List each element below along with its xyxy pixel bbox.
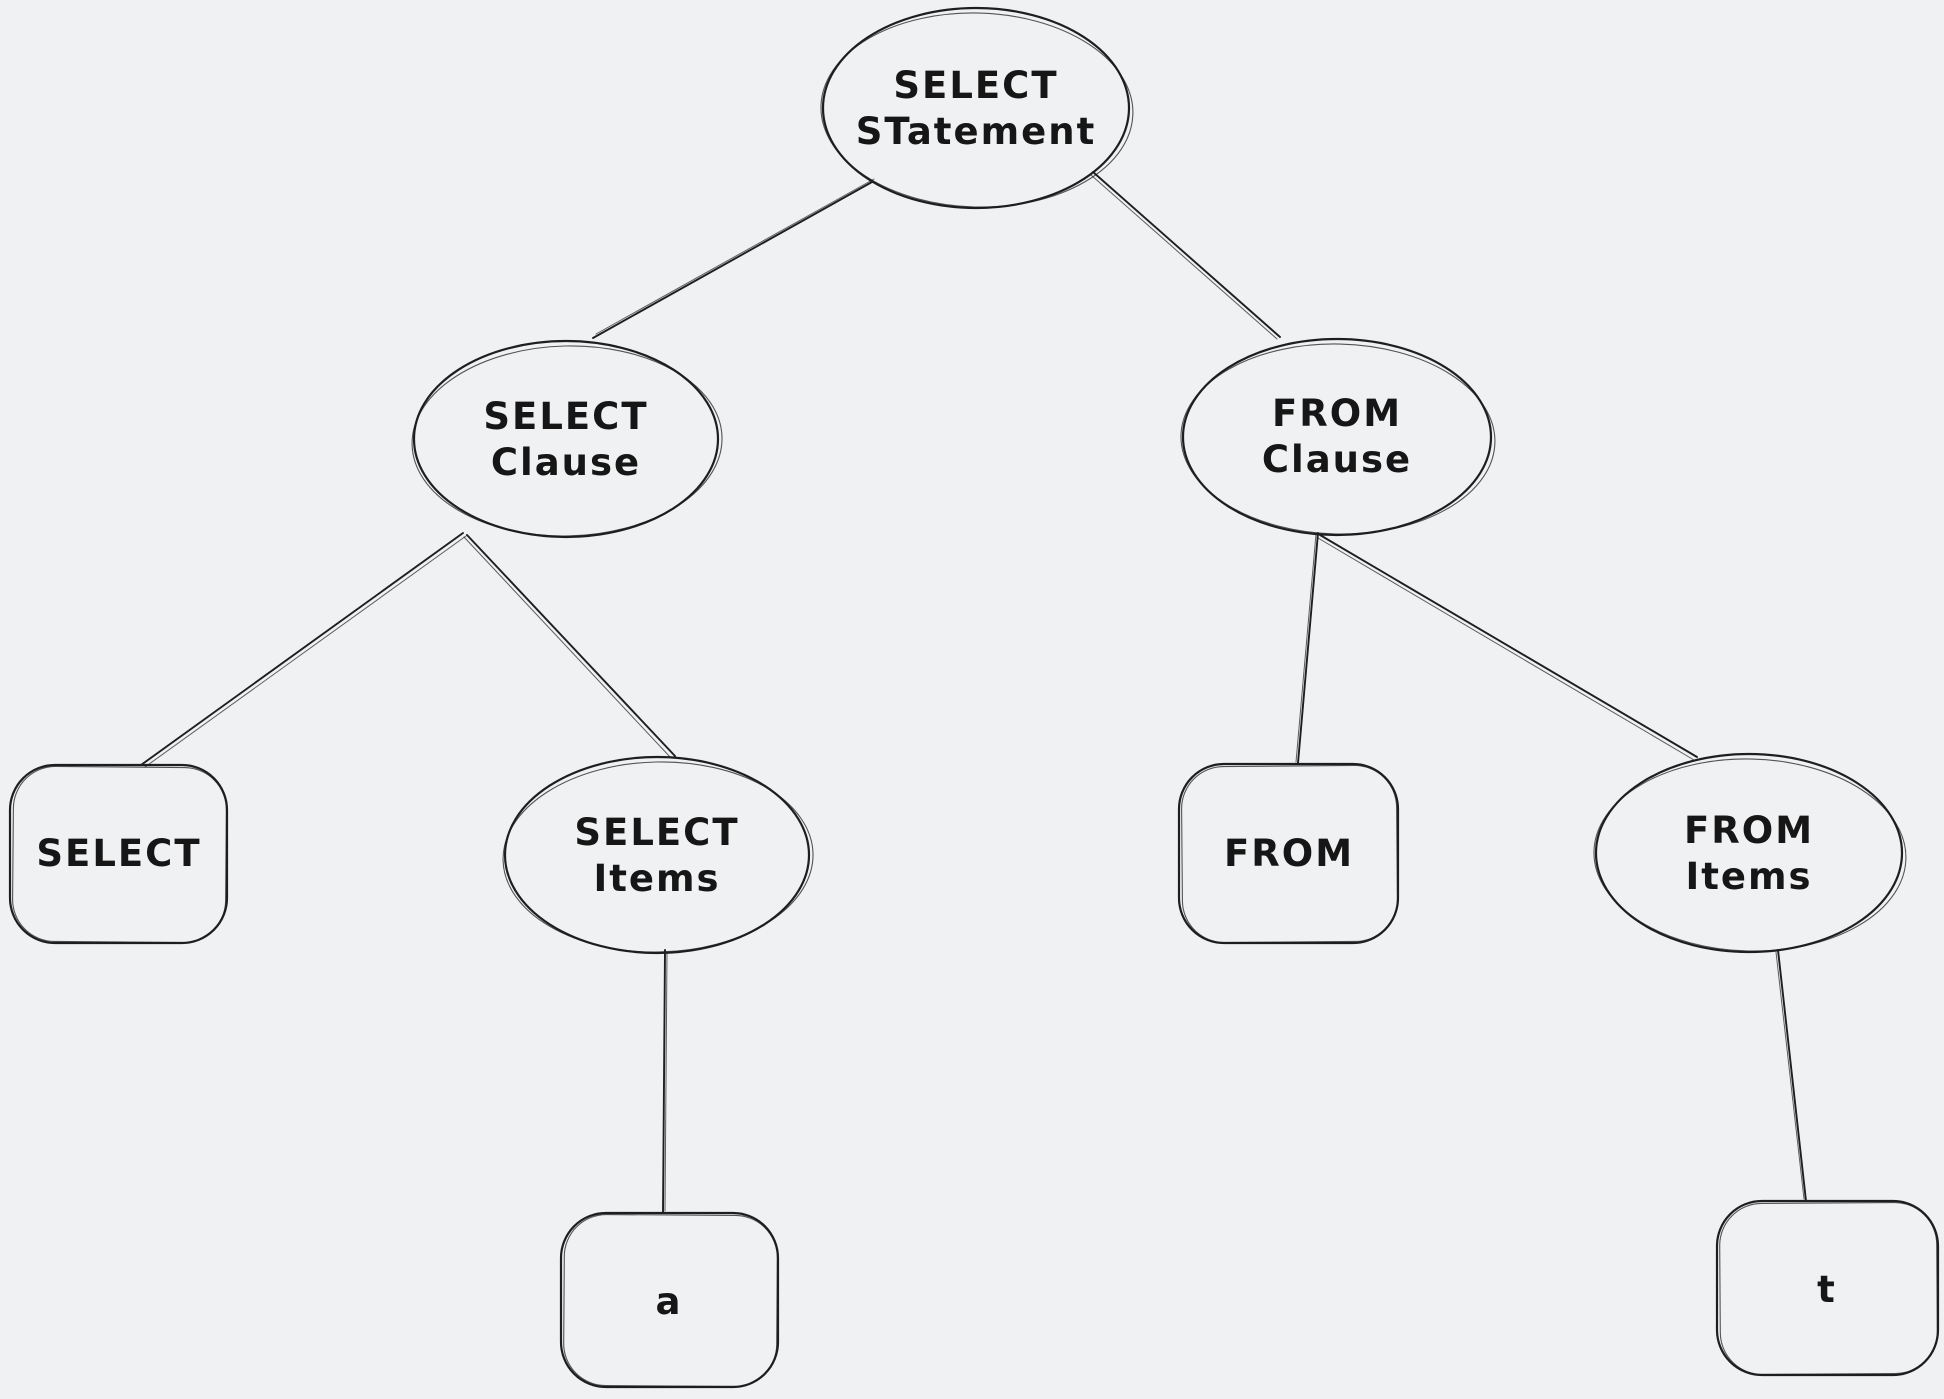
edge-from-clause-to-from-items[interactable] bbox=[1317, 534, 1698, 761]
node-table-t[interactable]: t bbox=[1715, 1199, 1940, 1377]
edge-select-clause-to-select-items[interactable] bbox=[463, 534, 676, 759]
edge-from-clause-to-from-keyword[interactable] bbox=[1295, 532, 1319, 764]
node-label: t bbox=[1817, 1268, 1837, 1311]
node-label: FROM bbox=[1224, 832, 1354, 875]
node-label: a bbox=[656, 1280, 683, 1323]
node-column-a[interactable]: a bbox=[559, 1211, 780, 1389]
node-from-items[interactable]: FROM Items bbox=[1592, 752, 1909, 955]
nodes-layer: SELECT STatement SELECT Clause FROM Clau… bbox=[8, 6, 1940, 1389]
node-from-keyword[interactable]: FROM bbox=[1177, 762, 1400, 945]
node-label: Items bbox=[593, 857, 720, 900]
node-select-clause[interactable]: SELECT Clause bbox=[410, 339, 725, 540]
edges-layer bbox=[140, 171, 1807, 1214]
node-label: SELECT bbox=[36, 832, 201, 875]
node-label: SELECT bbox=[574, 811, 739, 854]
node-label: FROM bbox=[1684, 809, 1814, 852]
node-select-items[interactable]: SELECT Items bbox=[501, 755, 815, 955]
edge-select-statement-to-select-clause[interactable] bbox=[592, 178, 875, 339]
edge-from-items-to-table-t[interactable] bbox=[1775, 949, 1807, 1202]
node-label: STatement bbox=[856, 110, 1097, 153]
node-label: Clause bbox=[491, 441, 641, 484]
node-label: Clause bbox=[1262, 438, 1412, 481]
edge-select-clause-to-select-keyword[interactable] bbox=[140, 532, 467, 768]
node-label: SELECT bbox=[483, 395, 648, 438]
edge-select-statement-to-from-clause[interactable] bbox=[1090, 171, 1281, 340]
node-select-keyword[interactable]: SELECT bbox=[8, 763, 229, 945]
node-from-clause[interactable]: FROM Clause bbox=[1179, 337, 1497, 538]
node-label: FROM bbox=[1272, 392, 1402, 435]
node-select-statement[interactable]: SELECT STatement bbox=[818, 6, 1135, 211]
edge-select-items-to-column-a[interactable] bbox=[662, 949, 668, 1214]
node-label: Items bbox=[1685, 855, 1812, 898]
node-label: SELECT bbox=[893, 64, 1058, 107]
